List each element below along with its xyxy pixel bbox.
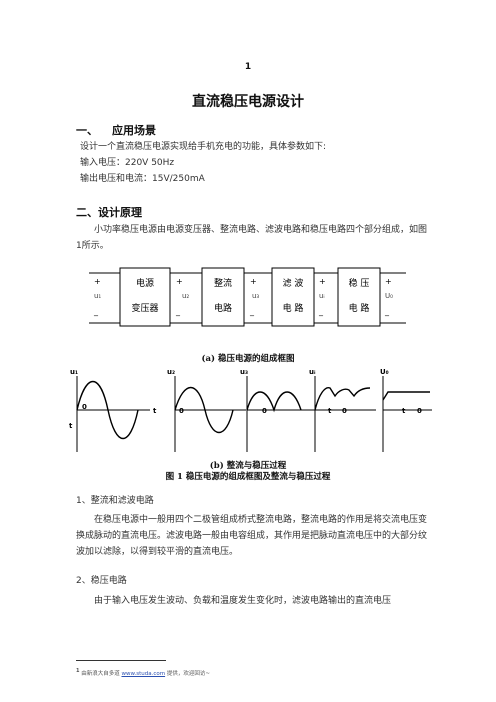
waveform-ui xyxy=(314,387,371,411)
output-line: 输出电压和电流：15V/250mA xyxy=(80,174,205,184)
plus-5: + xyxy=(385,277,392,286)
figure-caption: 图 1 稳压电源的组成框图及整流与稳压过程 xyxy=(165,472,331,482)
signal-5: U₀ xyxy=(385,292,393,300)
minus-4: _ xyxy=(318,307,324,316)
block-label-4a: 稳 压 xyxy=(349,277,370,289)
footnote-mark: 1 xyxy=(76,668,80,674)
waveform-u0 xyxy=(382,391,430,401)
intro-line: 设计一个直流稳压电源实现给手机充电的功能，具体参数如下: xyxy=(80,142,327,152)
minus-1: _ xyxy=(93,307,99,316)
section2-heading: 二、设计原理 xyxy=(76,206,142,219)
section1-number: 一、 xyxy=(76,124,98,137)
minus-2: _ xyxy=(175,307,181,316)
signal-2: u₂ xyxy=(182,292,189,300)
t-4: t xyxy=(328,407,332,415)
plus-1: + xyxy=(94,277,101,286)
section1-title: 应用场景 xyxy=(112,124,156,137)
zero-1: 0 xyxy=(82,403,87,411)
wave-label-ui: uᵢ xyxy=(309,368,316,376)
plus-3: + xyxy=(250,277,257,286)
footnote: 1 由新浪大自多道 www.studa.com 提供，欢迎回访~ xyxy=(76,668,210,677)
item2-heading: 2、稳压电路 xyxy=(76,576,127,586)
footnote-text-after: 提供，欢迎回访~ xyxy=(165,670,210,677)
wave-label-u3: u₃ xyxy=(240,368,248,376)
block-label-1b: 变压器 xyxy=(131,302,158,314)
wave-label-u2: u₂ xyxy=(167,368,175,376)
caption-a: (a) 稳压电源的组成框图 xyxy=(201,354,295,364)
block-label-2b: 电路 xyxy=(214,302,232,314)
plus-4: + xyxy=(319,277,326,286)
input-voltage-line: 输入电压：220V 50Hz xyxy=(80,158,175,168)
minus-3: _ xyxy=(249,307,255,316)
block-label-2a: 整流 xyxy=(214,277,232,289)
rectifier-block xyxy=(201,267,245,327)
block-label-3a: 滤 波 xyxy=(283,277,304,289)
t-2: t xyxy=(153,407,157,415)
plus-2: + xyxy=(176,277,183,286)
block-label-3b: 电 路 xyxy=(283,302,304,314)
document-title: 直流稳压电源设计 xyxy=(192,94,304,110)
regulator-block xyxy=(337,267,381,327)
waveform-u3 xyxy=(246,391,302,413)
footnote-text-before: 由新浪大自多道 xyxy=(81,670,122,677)
t-5: t xyxy=(402,407,406,415)
footnote-separator xyxy=(76,660,166,661)
signal-4: uᵢ xyxy=(319,292,325,300)
zero-4: 0 xyxy=(342,407,347,415)
page-number: 1 xyxy=(244,62,252,72)
wave-label-u0: U₀ xyxy=(380,368,389,376)
section2-paragraph: 小功率稳压电源由电源变压器、整流电路、滤波电路和稳压电路四个部分组成，如图1所示… xyxy=(76,225,428,251)
section1-intro: 设计一个直流稳压电源实现给手机充电的功能，具体参数如下: 输入电压：220V 5… xyxy=(76,139,426,187)
signal-3: u₃ xyxy=(252,292,259,300)
item2-paragraph: 由于输入电压发生波动、负载和温度发生变化时，滤波电路输出的直流电压 xyxy=(94,596,392,606)
block-diagram: 电源 变压器 整流 电路 滤 波 电 路 稳 压 电 路 + u₁ _ + u₂… xyxy=(89,267,406,327)
block-label-1a: 电源 xyxy=(136,277,154,289)
item1-heading: 1、整流和滤波电路 xyxy=(76,496,154,506)
filter-block xyxy=(271,267,315,327)
item1-paragraph: 在稳压电源中一般用四个二极管组成桥式整流电路，整流电路的作用是将交流电压变换成脉… xyxy=(76,515,428,557)
waveform-diagram: u₁ u₂ u₃ uᵢ U₀ 0 t t 0 0 t 0 t 0 xyxy=(69,368,432,452)
wave-label-u1: u₁ xyxy=(70,368,78,376)
zero-2: 0 xyxy=(179,407,184,415)
waveform-u1 xyxy=(76,380,139,440)
zero-3: 0 xyxy=(262,407,267,415)
section1-heading: 一、 应用场景 xyxy=(76,122,156,138)
block-label-4b: 电 路 xyxy=(349,302,370,314)
zero-5: 0 xyxy=(417,407,422,415)
caption-b: (b) 整流与稳压过程 xyxy=(209,461,287,471)
transformer-block xyxy=(119,267,171,327)
waveform-u2 xyxy=(174,387,234,433)
minus-5: _ xyxy=(384,307,390,316)
signal-1: u₁ xyxy=(94,292,101,300)
footnote-link[interactable]: www.studa.com xyxy=(121,670,166,677)
t-1: t xyxy=(69,422,73,430)
